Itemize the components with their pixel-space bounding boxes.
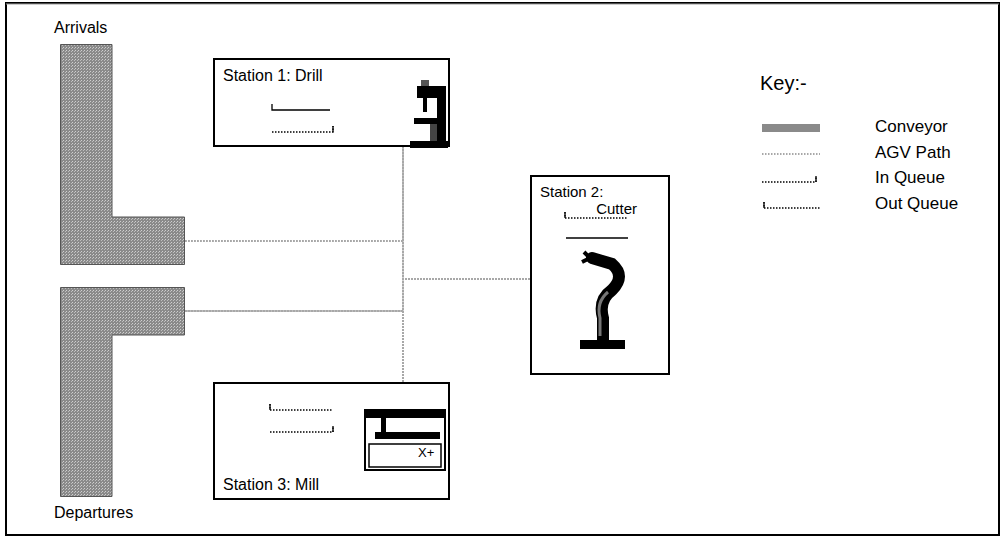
conveyor-fill	[61, 288, 185, 497]
frame-shade	[6, 4, 999, 5]
conveyor: Arrivals	[60, 44, 185, 265]
agv-path	[185, 311, 403, 382]
conveyor-heading: Departures	[54, 504, 133, 522]
legend-text: AGV Path	[875, 143, 951, 163]
axis-mark: X+	[418, 446, 434, 461]
legend-text: Conveyor	[875, 117, 948, 137]
station-box: Station 1: Drill	[213, 58, 450, 147]
legend-heading: Key:-	[760, 72, 807, 95]
legend-text: In Queue	[875, 168, 945, 188]
station-box: Station 3: Mill	[213, 382, 450, 500]
legend-swatch	[762, 124, 820, 132]
conveyor-shape	[60, 44, 185, 265]
station-box: Station 2: Cutter	[530, 175, 670, 375]
legend-text: Out Queue	[875, 194, 958, 214]
station-label: Station 1: Drill	[223, 67, 323, 85]
legend-samples	[762, 154, 820, 208]
mill-icon	[365, 410, 445, 470]
agv-path	[185, 147, 403, 311]
conveyor-shape	[60, 287, 185, 497]
agv-path	[185, 279, 530, 311]
robot-arm-icon	[580, 252, 625, 349]
station-label: Station 2: Cutter	[540, 183, 637, 218]
agv-path	[185, 241, 403, 382]
conveyor: Departures	[60, 287, 185, 497]
station-label: Station 3: Mill	[223, 476, 319, 494]
agv-path	[185, 241, 530, 279]
conveyor-heading: Arrivals	[54, 19, 107, 37]
agv-path	[185, 147, 403, 241]
conveyor-fill	[61, 45, 185, 265]
drill-icon	[410, 80, 448, 148]
outer-frame	[6, 3, 999, 535]
